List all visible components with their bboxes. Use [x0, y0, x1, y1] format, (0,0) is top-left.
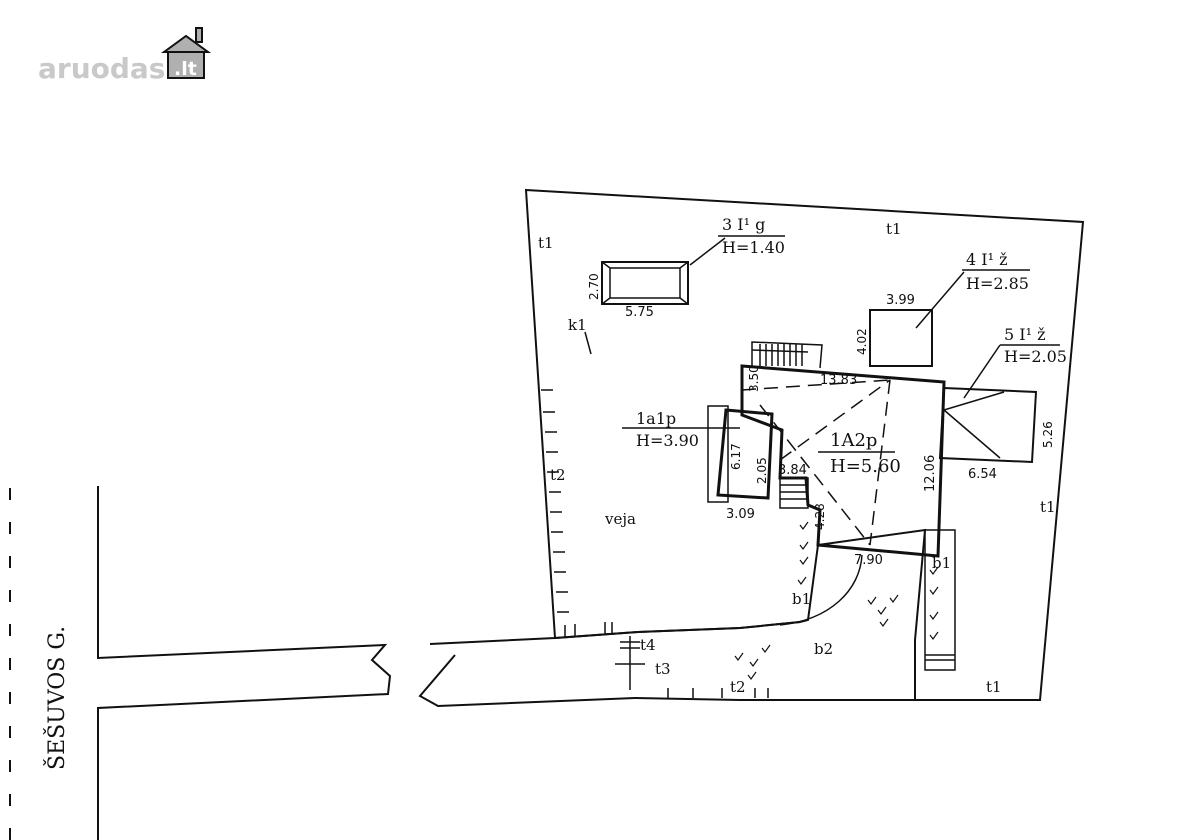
- building-5: [938, 344, 1060, 464]
- logo-roof-icon: [160, 34, 212, 53]
- building-1a1p: [622, 405, 774, 503]
- main-house-height: H=5.60: [830, 456, 901, 477]
- label-b2: b2: [814, 640, 833, 658]
- annex-dim-inner: 2.05: [755, 457, 769, 484]
- b4-height: H=2.85: [966, 274, 1029, 293]
- main-dim-side: 3.50: [747, 365, 761, 392]
- label-t1-right: t1: [1040, 498, 1056, 516]
- label-k1: k1: [568, 316, 587, 334]
- b3-dim-height: 2.70: [587, 273, 601, 300]
- b3-height: H=1.40: [722, 238, 785, 257]
- aruodas-logo: aruodas .lt: [38, 27, 212, 85]
- main-dim-bottom: 7.90: [854, 553, 883, 568]
- annex-dim-height: 6.17: [729, 443, 743, 470]
- b5-dim-depth: 5.26: [1041, 421, 1055, 448]
- label-t2-bottom: t2: [730, 678, 746, 696]
- path-b2-curve: [779, 554, 863, 626]
- main-dim-notch: 4.28: [813, 503, 827, 530]
- b3-code: 3 I¹ g: [722, 215, 765, 234]
- label-veja: veja: [604, 510, 636, 528]
- label-t1-bottom: t1: [986, 678, 1002, 696]
- logo-badge: [167, 49, 205, 79]
- b3-dim-width: 5.75: [625, 305, 654, 320]
- b5-height: H=2.05: [1004, 347, 1067, 366]
- label-t1-top: t1: [886, 220, 902, 238]
- label-t1-topleft: t1: [538, 234, 554, 252]
- building-4: [869, 269, 1030, 367]
- main-dim-top: 13.83: [820, 373, 857, 388]
- annex-dim-bottom: 3.09: [726, 507, 755, 522]
- fence-ticks-left: [541, 389, 613, 637]
- b5-dim-width: 6.54: [968, 467, 997, 482]
- logo-chimney-icon: [195, 27, 203, 43]
- label-t4: t4: [640, 636, 656, 654]
- stairs-top: [751, 341, 823, 369]
- well-k1-icon: [584, 331, 592, 355]
- fence-ticks-bottom: [667, 688, 769, 698]
- annex-code: 1a1p: [636, 409, 676, 428]
- b4-dim-width: 3.99: [886, 293, 915, 308]
- label-t2-left: t2: [550, 466, 566, 484]
- path-b1-right: [924, 529, 956, 671]
- gravel-marks: [734, 521, 939, 681]
- label-b1-left: b1: [792, 590, 811, 608]
- annex-height: H=3.90: [636, 431, 699, 450]
- building-3: [601, 235, 785, 305]
- t3-t4-marker: [615, 636, 645, 690]
- b4-code: 4 I¹ ž: [966, 250, 1008, 269]
- label-b1-right: b1: [932, 554, 951, 572]
- stairs-middle: [779, 477, 809, 509]
- b5-code: 5 I¹ ž: [1004, 325, 1046, 344]
- label-t3: t3: [655, 660, 671, 678]
- street-name: ŠEŠUVOS G.: [43, 626, 70, 770]
- main-dim-stair: 3.84: [778, 463, 807, 478]
- b4-dim-height: 4.02: [855, 328, 869, 355]
- logo-brand: aruodas: [38, 52, 165, 85]
- road: [97, 486, 1040, 840]
- main-dim-right: 12.06: [923, 455, 938, 492]
- main-house-code: 1A2p: [830, 430, 877, 451]
- logo-tld: .lt: [174, 58, 197, 80]
